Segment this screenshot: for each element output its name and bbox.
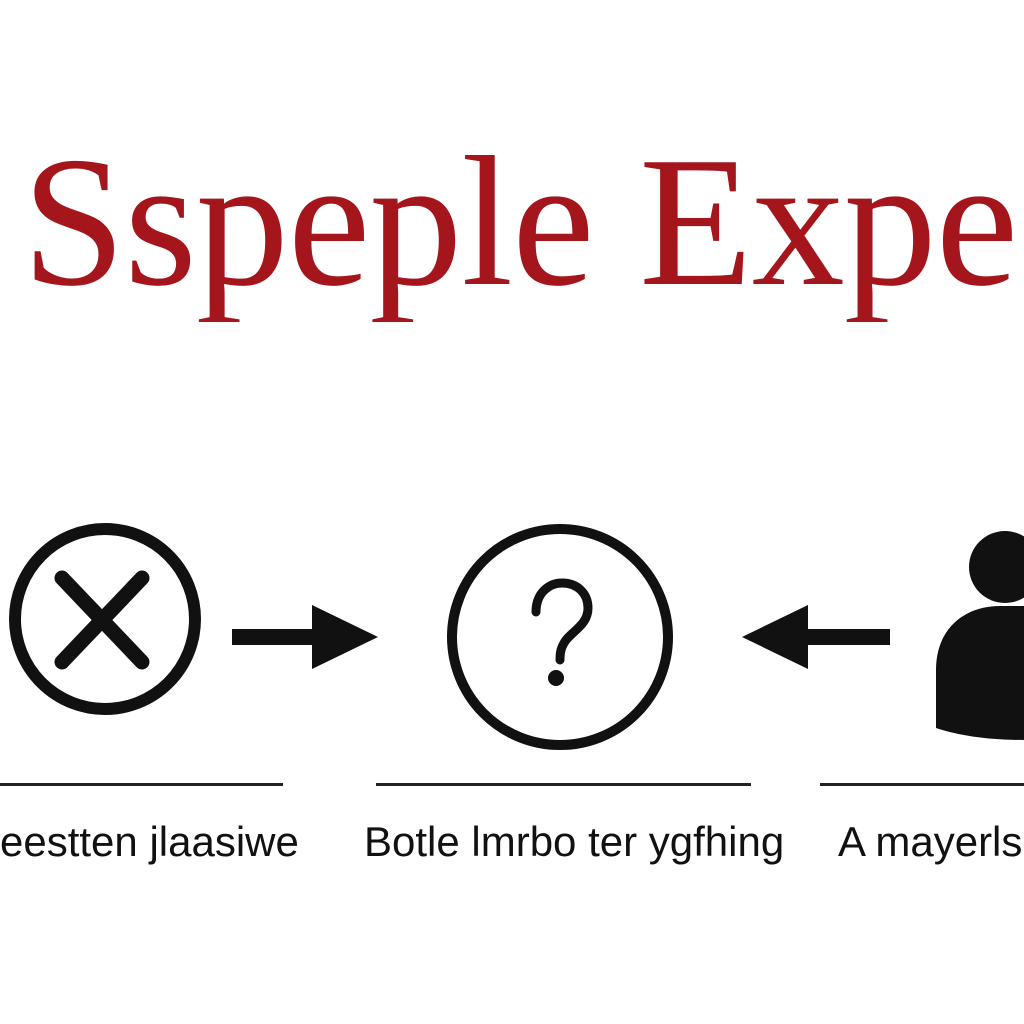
x-circle-icon bbox=[9, 523, 201, 715]
question-circle-icon bbox=[447, 524, 673, 750]
step-caption: eestten jlaasiwe bbox=[0, 818, 299, 865]
arrow-right-icon bbox=[232, 605, 378, 669]
step-caption: Botle lmrbo ter ygfhing bbox=[364, 818, 785, 865]
divider-line bbox=[376, 783, 751, 786]
page-title: Sspeple Expesst bbox=[22, 122, 1024, 322]
divider-line bbox=[820, 783, 1024, 786]
person-icon bbox=[936, 531, 1024, 740]
step-caption: A mayerls bbox=[838, 818, 1023, 865]
divider-line bbox=[0, 783, 283, 786]
arrow-left-icon bbox=[742, 605, 890, 669]
process-diagram bbox=[9, 523, 1024, 750]
